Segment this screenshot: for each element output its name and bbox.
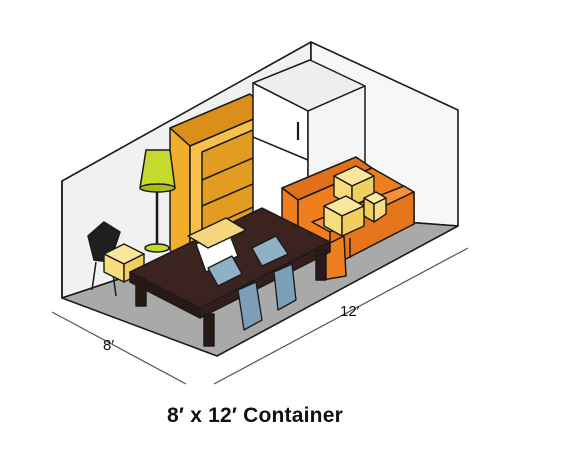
floor-lamp bbox=[139, 149, 176, 253]
lamp-shade bbox=[139, 149, 176, 189]
width-dimension-line bbox=[51, 311, 187, 385]
dining-chairs bbox=[207, 235, 297, 331]
chair-2 bbox=[273, 263, 297, 311]
dimension-lines bbox=[51, 247, 469, 385]
container-caption: 8′ x 12′ Container bbox=[167, 404, 343, 427]
boxes-stack bbox=[323, 165, 387, 237]
tote-lid bbox=[187, 217, 247, 249]
chair-back-2 bbox=[251, 235, 289, 267]
storage-tote bbox=[187, 217, 247, 273]
chair-1 bbox=[237, 281, 263, 331]
chair-back-1 bbox=[207, 255, 243, 287]
length-dimension-line bbox=[213, 247, 469, 385]
length-label: 12′ bbox=[340, 303, 360, 320]
small-box bbox=[103, 243, 145, 283]
width-label: 8′ bbox=[103, 337, 114, 354]
